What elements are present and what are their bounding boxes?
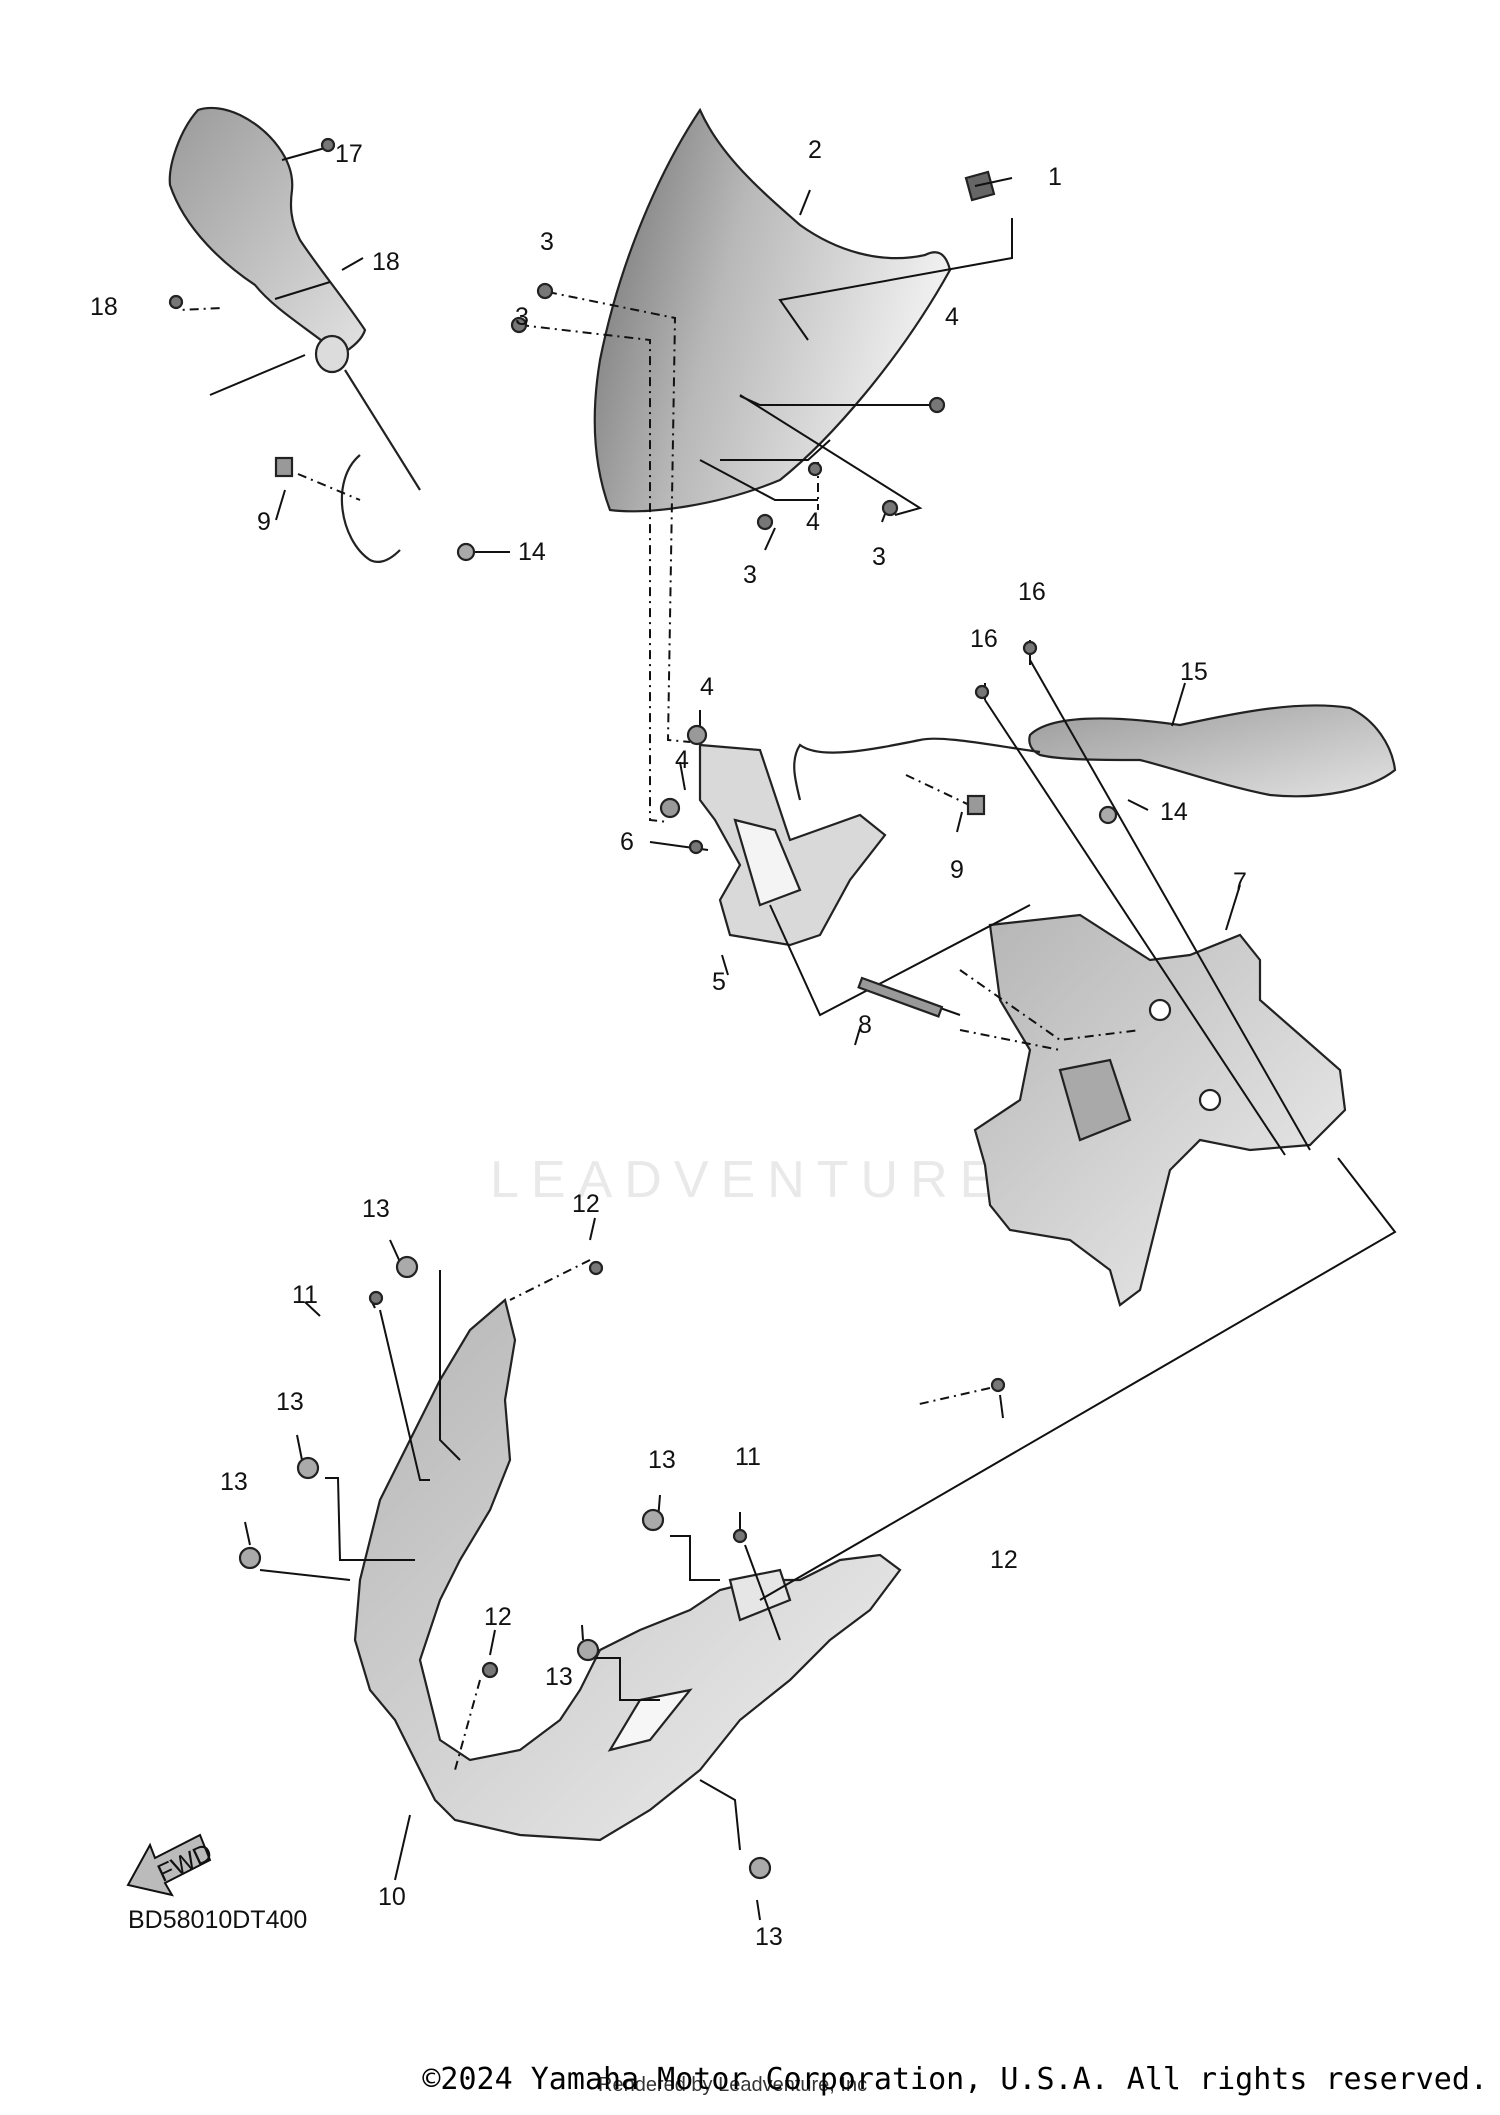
callout-17: 17: [335, 140, 363, 168]
callout-13: 13: [648, 1446, 676, 1474]
callout-13: 13: [220, 1468, 248, 1496]
callout-3: 3: [515, 303, 529, 331]
callout-12: 12: [990, 1546, 1018, 1574]
callout-2: 2: [808, 136, 822, 164]
callout-6: 6: [620, 828, 634, 856]
callout-18: 18: [90, 293, 118, 321]
callout-14: 14: [518, 538, 546, 566]
stay-bracket-part[interactable]: [698, 743, 887, 947]
copyright-notice: ©2024 Yamaha Motor Corporation, U.S.A. A…: [422, 2062, 1488, 2097]
callout-12: 12: [484, 1603, 512, 1631]
callout-3: 3: [540, 228, 554, 256]
callout-18: 18: [372, 248, 400, 276]
hardware-parts[interactable]: [168, 137, 1118, 1880]
callout-13: 13: [755, 1923, 783, 1951]
emblem-part[interactable]: [964, 170, 996, 202]
callout-9: 9: [257, 508, 271, 536]
callout-10: 10: [378, 1883, 406, 1911]
callout-8: 8: [858, 1011, 872, 1039]
callout-14: 14: [1160, 798, 1188, 826]
left-mirror-part[interactable]: [168, 106, 421, 564]
callout-3: 3: [743, 561, 757, 589]
callout-4: 4: [945, 303, 959, 331]
callout-4: 4: [700, 673, 714, 701]
callout-9: 9: [950, 856, 964, 884]
upper-bracket-part[interactable]: [973, 913, 1347, 1307]
callout-5: 5: [712, 968, 726, 996]
callout-12: 12: [572, 1190, 600, 1218]
callout-7: 7: [1233, 868, 1247, 896]
callout-15: 15: [1180, 658, 1208, 686]
right-mirror-part[interactable]: [793, 704, 1397, 801]
callout-11: 11: [735, 1443, 761, 1471]
callout-13: 13: [545, 1663, 573, 1691]
front-cowl-part[interactable]: [353, 1298, 902, 1842]
callout-16: 16: [1018, 578, 1046, 606]
callout-4: 4: [675, 746, 689, 774]
windshield-part[interactable]: [593, 107, 952, 513]
watermark-text: LEADVENTURE: [490, 1151, 1007, 1209]
rendered-by-credit: Rendered by Leadventure, Inc: [598, 2074, 868, 2096]
callout-13: 13: [276, 1388, 304, 1416]
callout-1: 1: [1048, 163, 1062, 191]
callout-13: 13: [362, 1195, 390, 1223]
callout-3: 3: [872, 543, 886, 571]
callout-16: 16: [970, 625, 998, 653]
callout-labels: 1 2 3 3 3 3 4 4 4 4 5 6 7 8 9 9 10 11 11…: [90, 136, 1247, 1951]
callout-11: 11: [292, 1281, 318, 1309]
callout-4: 4: [806, 508, 820, 536]
diagram-code: BD58010DT400: [128, 1906, 308, 1934]
fwd-arrow-icon: FWD: [126, 1833, 217, 1897]
